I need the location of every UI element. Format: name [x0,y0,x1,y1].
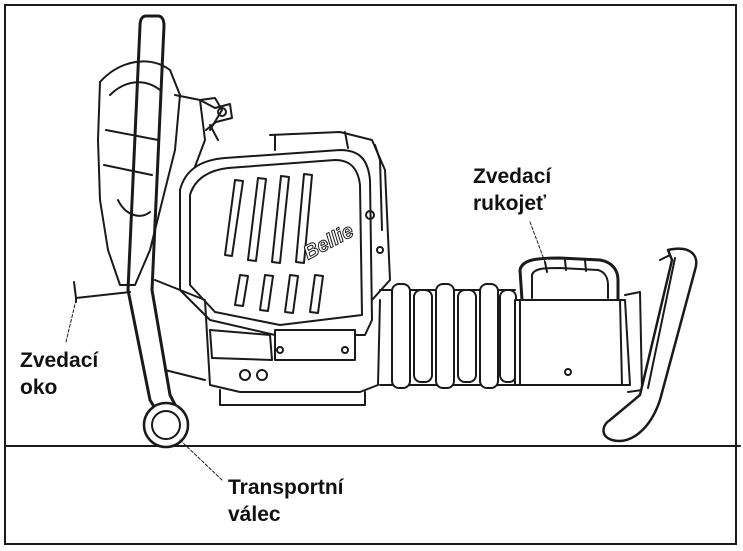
label-lifting-handle-line2: rukojeť [473,192,547,215]
pointer-transport-roller [179,439,223,481]
bellows [379,283,517,389]
transport-roller [142,401,190,449]
upper-housing [269,131,391,301]
tamping-foot [602,247,698,443]
label-lifting-eye-line2: oko [20,376,58,399]
label-lifting-eye: Zvedací oko [20,347,98,401]
callout-pointers [65,221,546,481]
engine-cover [179,149,373,336]
label-lifting-handle-line1: Zvedací [473,165,552,188]
label-transport-roller-line1: Transportní [228,476,344,499]
pointer-lifting-eye [65,299,77,343]
label-lifting-eye-line1: Zvedací [20,349,99,372]
pointer-lifting-handle [529,221,546,263]
base-frame [154,279,381,406]
label-lifting-handle: Zvedací rukojeť [473,163,551,217]
foot-housing [514,254,671,393]
throttle-controls [199,99,233,141]
label-transport-roller-line2: válec [228,503,281,526]
guide-handle [126,14,185,427]
label-transport-roller: Transportní válec [228,474,344,528]
lifting-handle [518,256,620,302]
